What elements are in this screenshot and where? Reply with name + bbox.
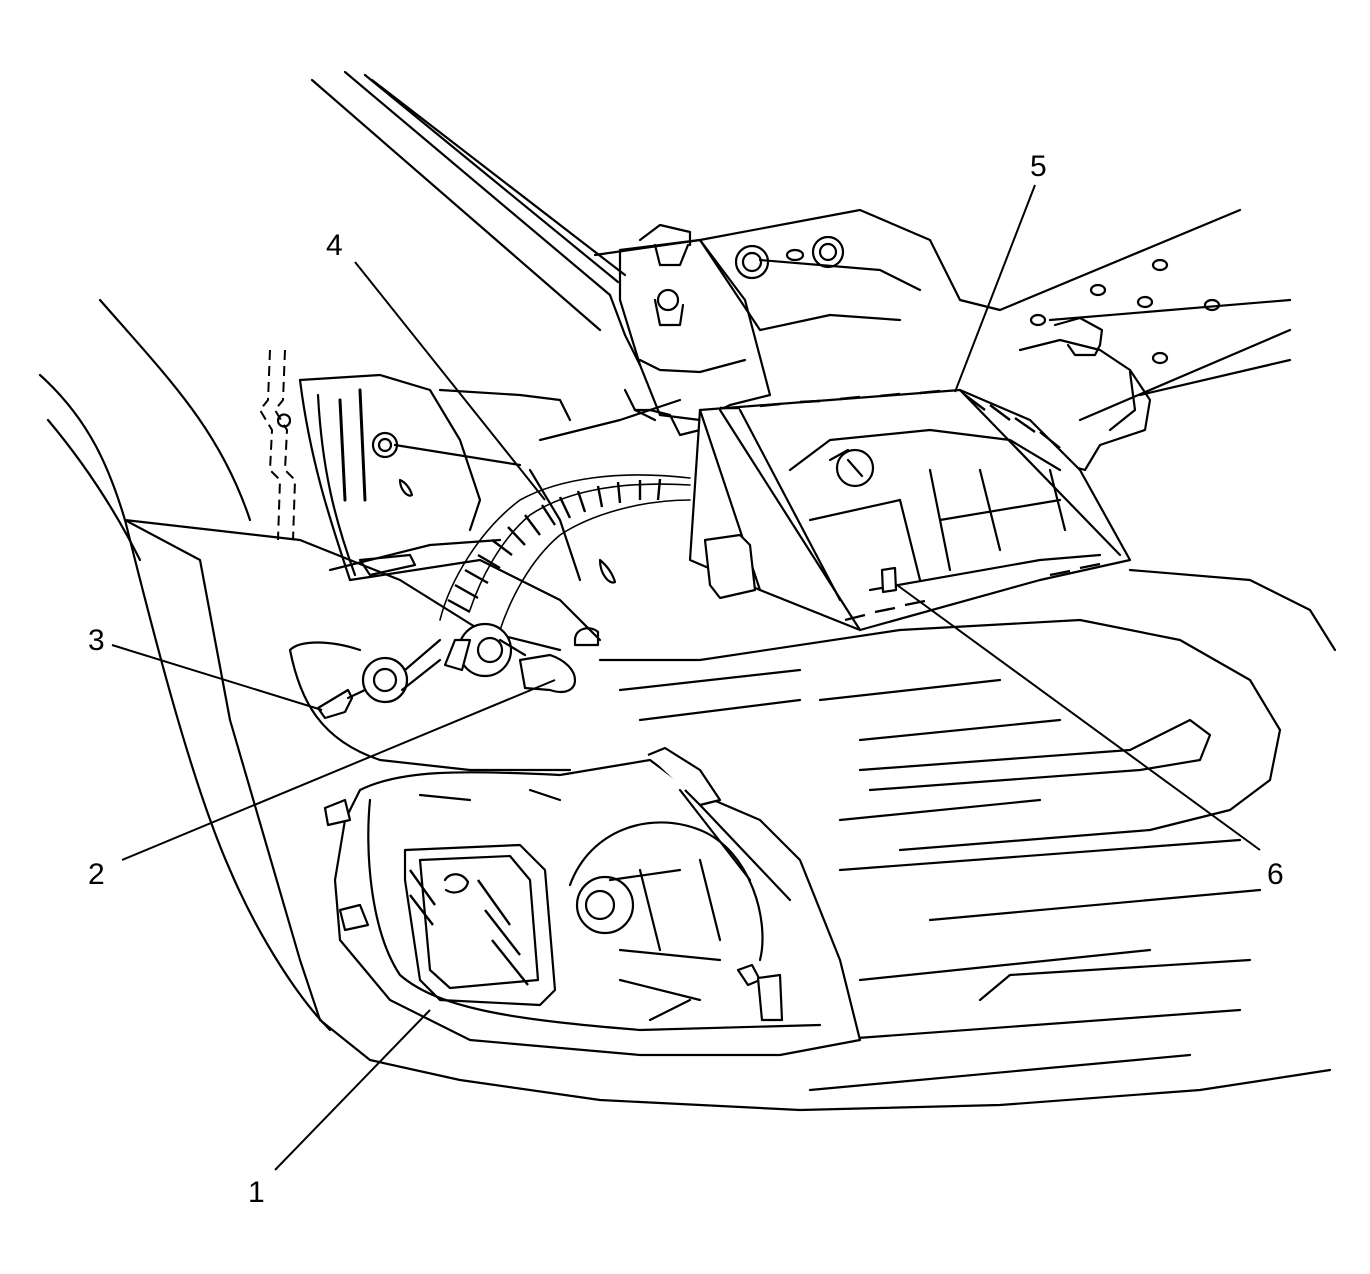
- hood-strip: [310, 70, 642, 367]
- callout-label-4: 4: [326, 229, 343, 262]
- right-mount-bracket: [1018, 316, 1152, 472]
- callout-label-6: 6: [1267, 858, 1284, 891]
- left-mount-bracket: [618, 223, 772, 437]
- leader-1: [274, 1009, 431, 1171]
- callout-label-5: 5: [1030, 150, 1047, 183]
- fender: [38, 298, 252, 562]
- callout-label-3: 3: [88, 624, 105, 657]
- leader-4: [354, 261, 546, 501]
- headlamp-cavity: [288, 538, 602, 772]
- radiator: [258, 349, 682, 584]
- front-fascia: [123, 518, 1337, 1112]
- leader-6: [896, 584, 1261, 851]
- leader-3: [111, 644, 323, 711]
- callout-label-1: 1: [248, 1176, 265, 1209]
- callout-leaders: [111, 184, 1261, 1171]
- leader-5: [954, 184, 1036, 393]
- callout-label-2: 2: [88, 858, 105, 891]
- radiator-support: [593, 208, 1292, 422]
- leader-2: [121, 679, 556, 861]
- installed-headlamp: [688, 388, 1132, 632]
- side-marker-socket: [316, 638, 442, 720]
- removed-headlamp: [323, 746, 862, 1057]
- callout-labels: 1 2 3 4 5 6: [88, 150, 1284, 1209]
- wiring-harness: [439, 474, 691, 694]
